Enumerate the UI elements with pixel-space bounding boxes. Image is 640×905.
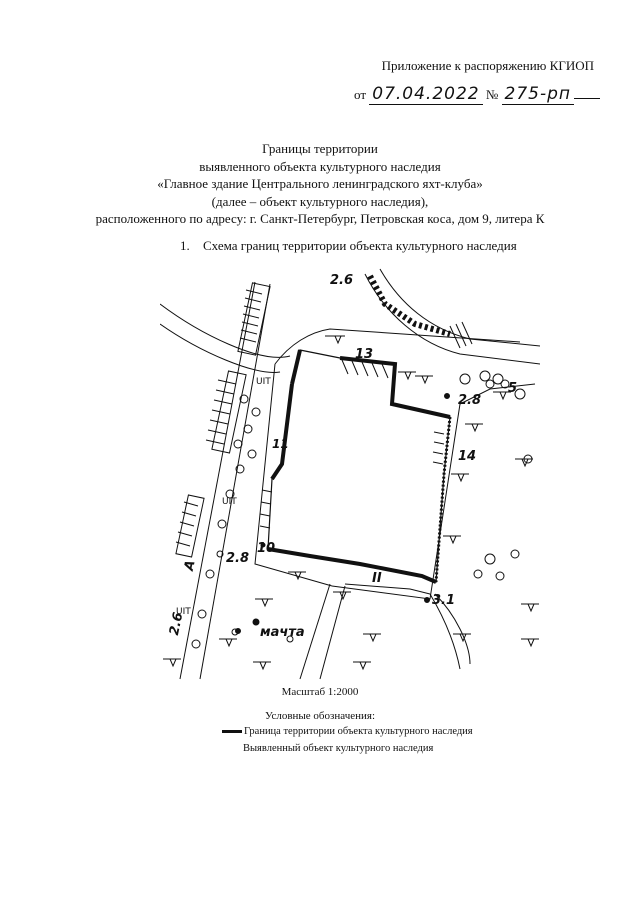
section-number: 1.	[180, 238, 190, 253]
order-number: 275-рп	[501, 84, 574, 105]
order-reference: от 07.04.2022 № 275-рп	[354, 84, 600, 105]
map-label-uit-2: UIT	[222, 497, 237, 507]
map-label-2-8-left: 2.8	[226, 551, 249, 566]
top-right-structures	[367, 274, 473, 349]
territory-boundary	[254, 328, 536, 600]
road-lines	[160, 268, 540, 680]
map-label-uit-1: UIT	[256, 377, 271, 387]
appendix-heading: Приложение к распоряжению КГИОП	[381, 58, 594, 73]
number-underline	[574, 98, 600, 99]
map-label-11: 11	[272, 437, 289, 451]
legend-boundary-label: Граница территории объекта культурного н…	[244, 726, 473, 737]
map-label-10: 10	[257, 541, 275, 556]
heritage-building	[259, 349, 452, 584]
title-line-3: «Главное здание Центрального ленинградск…	[157, 176, 483, 191]
map-scale: Масштаб 1:2000	[281, 686, 359, 698]
boundary-line-swatch	[222, 730, 242, 733]
map-label-13: 13	[355, 347, 373, 362]
trees	[191, 370, 533, 649]
map-label-5: 5	[508, 381, 517, 396]
hatched-buildings	[175, 282, 271, 558]
map-label-2-8-right: 2.8	[458, 393, 481, 408]
map-label-2-6-top: 2.6	[330, 273, 353, 288]
map-label-14: 14	[458, 449, 476, 464]
site-plan-map: 13 14 10 11 II 2.6 2.8 2.8 3.1 5 мачта 2…	[160, 268, 540, 680]
survey-points	[235, 393, 450, 634]
legend-object: Выявленный объект культурного наследия	[243, 743, 434, 754]
map-label-A: А	[182, 559, 199, 573]
title-line-1: Границы территории	[262, 141, 378, 156]
legend-title: Условные обозначения:	[264, 710, 376, 722]
map-label-2-6-left: 2.6	[167, 611, 186, 637]
order-date: 07.04.2022	[369, 84, 483, 105]
legend-boundary: Граница территории объекта культурного н…	[222, 726, 473, 737]
title-line-4: (далее – объект культурного наследия),	[211, 193, 429, 209]
map-label-mast: мачта	[260, 625, 305, 640]
title-line-5: расположенного по адресу: г. Санкт-Петер…	[95, 211, 545, 226]
number-sign: №	[485, 87, 499, 102]
section-heading: 1. Схема границ территории объекта культ…	[180, 238, 517, 254]
map-label-3-1: 3.1	[432, 593, 455, 608]
grass-marks	[163, 335, 539, 671]
map-label-II: II	[372, 571, 382, 586]
section-label: Схема границ территории объекта культурн…	[203, 238, 517, 253]
document-title: Границы территории выявленного объекта к…	[0, 140, 640, 228]
title-line-2: выявленного объекта культурного наследия	[199, 158, 441, 174]
map-label-uit-3: UIT	[176, 607, 191, 617]
date-prefix: от	[353, 87, 366, 102]
